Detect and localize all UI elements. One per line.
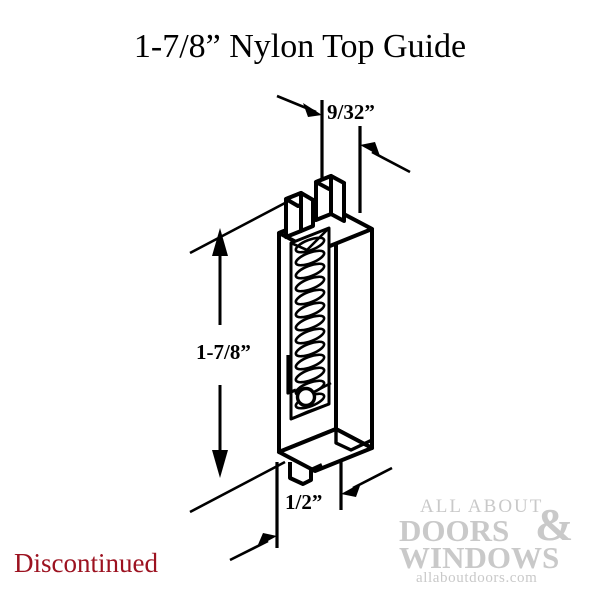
watermark-logo: ALL ABOUT DOORS & WINDOWS allaboutdoors.… bbox=[398, 496, 594, 588]
status-badge-discontinued: Discontinued bbox=[14, 548, 158, 578]
coil-spring bbox=[294, 236, 326, 410]
watermark-line-windows: WINDOWS bbox=[399, 540, 560, 575]
top-tab-rear-side bbox=[329, 174, 346, 223]
watermark-line-all-about: ALL ABOUT bbox=[420, 496, 544, 517]
leader-line-right bbox=[371, 150, 411, 174]
page-title: 1-7/8” Nylon Top Guide bbox=[133, 28, 467, 65]
dimension-label-width-top: 9/32” bbox=[327, 100, 375, 124]
body-rib-line bbox=[313, 381, 332, 394]
mounting-hole bbox=[295, 386, 317, 408]
spring-coil bbox=[294, 327, 326, 345]
extension-line-top bbox=[189, 201, 286, 255]
spring-coil bbox=[294, 236, 326, 254]
spring-coil bbox=[294, 353, 326, 371]
foot-bottom-face bbox=[277, 427, 374, 473]
spring-coil bbox=[294, 288, 326, 306]
watermark-ampersand: & bbox=[535, 499, 574, 550]
arrowhead-bottom bbox=[212, 450, 228, 478]
arrowhead-left bbox=[303, 103, 322, 117]
cavity-bevel-bottom bbox=[290, 402, 330, 421]
body-right-face bbox=[334, 208, 374, 450]
spring-coil bbox=[294, 249, 326, 267]
dimension-height bbox=[189, 201, 286, 514]
front-face-slot bbox=[286, 355, 297, 395]
foot-notch bbox=[288, 462, 323, 486]
extension-line-bottom bbox=[189, 460, 286, 514]
spring-coil bbox=[294, 340, 326, 358]
spring-coil bbox=[294, 262, 326, 280]
watermark-url: allaboutdoors.com bbox=[416, 570, 538, 586]
foot-step-right bbox=[334, 429, 373, 452]
arrowhead-left bbox=[257, 533, 277, 547]
product-body bbox=[277, 174, 374, 486]
spring-coil bbox=[294, 301, 326, 319]
dimension-label-height: 1-7/8” bbox=[196, 340, 251, 364]
spring-coil bbox=[294, 314, 326, 332]
top-tab-front-side bbox=[299, 191, 315, 233]
watermark-line-doors: DOORS bbox=[399, 513, 510, 548]
spring-coil bbox=[294, 366, 326, 384]
cavity-bevel-top bbox=[290, 227, 330, 252]
spring-coil bbox=[294, 275, 326, 293]
arrowhead-right bbox=[341, 483, 361, 497]
dimension-width-top bbox=[276, 94, 411, 213]
dimension-label-depth: 1/2” bbox=[285, 490, 323, 514]
arrowhead-top bbox=[212, 228, 228, 256]
arrowhead-right bbox=[360, 142, 380, 156]
